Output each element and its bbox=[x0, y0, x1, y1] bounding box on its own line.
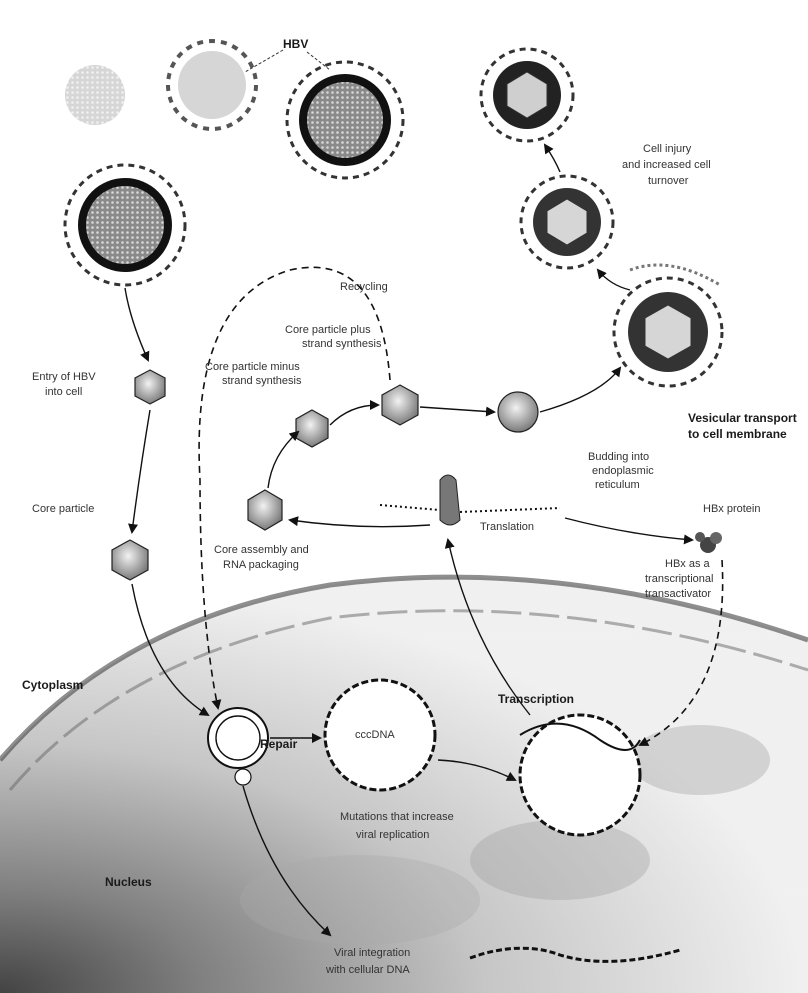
core-particle-plus bbox=[382, 385, 418, 425]
hbx-activator-label-2: transcriptional bbox=[645, 573, 713, 585]
core-particle-label: Core particle bbox=[32, 503, 94, 515]
core-particle-budding bbox=[498, 392, 538, 432]
core-particle-cytoplasm bbox=[112, 540, 148, 580]
ribosome-translation bbox=[380, 475, 560, 525]
budding-label-3: reticulum bbox=[595, 479, 640, 491]
hbv-virion-partial bbox=[168, 41, 256, 129]
budding-label-1: Budding into bbox=[588, 451, 649, 463]
hbv-label: HBV bbox=[283, 37, 308, 51]
arrow-virion-to-entry bbox=[125, 288, 148, 360]
cell-injury-label-2: and increased cell bbox=[622, 159, 711, 171]
budding-virion bbox=[614, 265, 722, 386]
core-assembly-label-1: Core assembly and bbox=[214, 544, 309, 556]
core-particle-entry bbox=[135, 370, 165, 404]
translation-label: Translation bbox=[480, 521, 534, 533]
hbv-virion-main bbox=[287, 62, 403, 178]
vesicular-label-1: Vesicular transport bbox=[688, 411, 797, 425]
arrow-plus-to-budding bbox=[420, 407, 494, 412]
arrow-translation-to-assembly bbox=[290, 520, 430, 527]
core-particle-minus bbox=[296, 410, 328, 447]
arrow-translation-to-hbx bbox=[565, 518, 692, 540]
mutations-label-2: viral replication bbox=[356, 829, 429, 841]
core-minus-label-1: Core particle minus bbox=[205, 361, 300, 373]
hbv-pointer-left bbox=[245, 50, 283, 72]
cell-injury-label-1: Cell injury bbox=[643, 143, 692, 155]
nucleus-label: Nucleus bbox=[105, 875, 152, 889]
hbx-protein-blob bbox=[695, 532, 722, 553]
core-assembly-label-2: RNA packaging bbox=[223, 559, 299, 571]
hbx-protein-label: HBx protein bbox=[703, 503, 760, 515]
released-virion-top bbox=[481, 49, 573, 141]
integration-label-2: with cellular DNA bbox=[325, 964, 410, 976]
released-virion-middle bbox=[521, 176, 613, 268]
entry-label-1: Entry of HBV bbox=[32, 371, 96, 383]
transcription-label: Transcription bbox=[498, 692, 574, 706]
repair-label: Repair bbox=[260, 737, 298, 751]
hbx-activator-label-3: transactivator bbox=[645, 588, 711, 600]
transcribing-dna bbox=[520, 715, 640, 835]
arrow-middle-to-top bbox=[545, 145, 560, 172]
core-particle-assembly bbox=[248, 490, 282, 530]
core-minus-label-2: strand synthesis bbox=[222, 375, 302, 387]
entry-label-2: into cell bbox=[45, 386, 82, 398]
hbx-activator-label-1: HBx as a bbox=[665, 558, 711, 570]
recycling-label: Recycling bbox=[340, 281, 388, 293]
arrow-assembly-to-minus bbox=[268, 432, 298, 488]
mutations-label-1: Mutations that increase bbox=[340, 811, 454, 823]
vesicular-label-2: to cell membrane bbox=[688, 427, 787, 441]
core-plus-label-1: Core particle plus bbox=[285, 324, 371, 336]
cell-injury-label-3: turnover bbox=[648, 175, 689, 187]
arrow-entry-to-core bbox=[132, 410, 150, 532]
budding-label-2: endoplasmic bbox=[592, 465, 654, 477]
cytoplasm-label: Cytoplasm bbox=[22, 678, 83, 692]
arrow-vesicle-to-middle bbox=[598, 270, 630, 290]
core-plus-label-2: strand synthesis bbox=[302, 338, 382, 350]
hbv-virion-faded bbox=[65, 65, 125, 125]
arrow-minus-to-plus bbox=[330, 405, 378, 425]
arrow-budding-to-vesicle bbox=[540, 368, 620, 412]
hbv-virion-entering bbox=[65, 165, 185, 285]
integration-label-1: Viral integration bbox=[334, 947, 410, 959]
cccdna-label: cccDNA bbox=[355, 729, 395, 741]
